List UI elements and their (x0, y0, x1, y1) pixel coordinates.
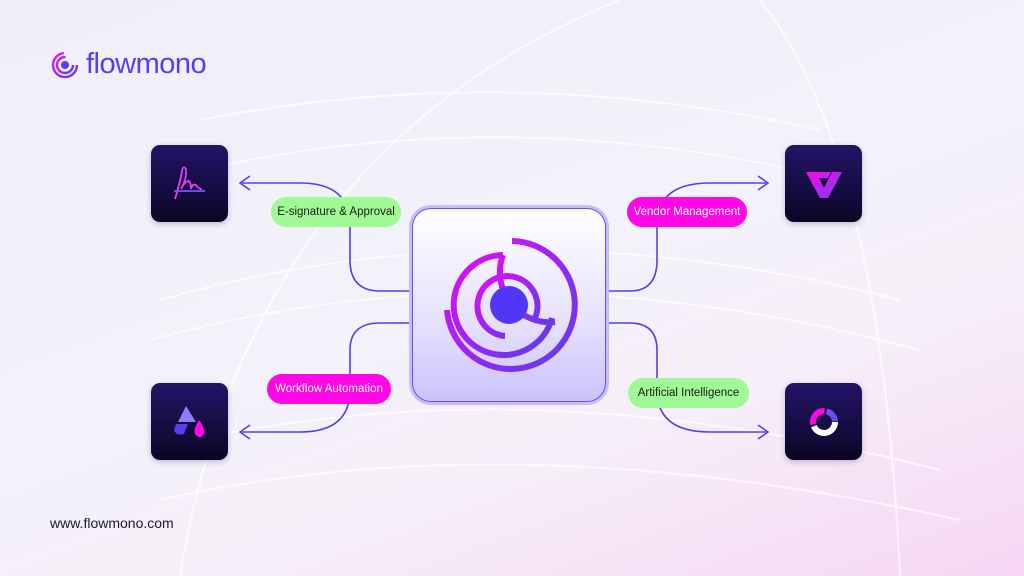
feature-label: Artificial Intelligence (637, 387, 740, 399)
vendor-v-icon (805, 171, 842, 198)
brand-name: flowmono (86, 48, 207, 80)
feature-label: Vendor Management (633, 206, 741, 218)
flowmono-hub[interactable] (409, 205, 609, 405)
feature-pill-esignature[interactable]: E-signature & Approval (271, 197, 401, 227)
workflow-drops-icon (173, 405, 204, 437)
hub-panel (412, 208, 606, 402)
ai-ring-icon (809, 407, 838, 436)
vendor-tile[interactable] (785, 145, 862, 222)
ai-tile[interactable] (785, 383, 862, 460)
feature-pill-workflow[interactable]: Workflow Automation (267, 374, 391, 404)
flowmono-logo-icon (444, 238, 578, 372)
feature-label: Workflow Automation (275, 383, 383, 395)
esignature-tile[interactable] (151, 145, 228, 222)
website-url[interactable]: www.flowmono.com (50, 515, 174, 531)
flowmono-mark-icon (51, 51, 79, 78)
feature-pill-ai[interactable]: Artificial Intelligence (628, 378, 749, 408)
signature-icon (173, 166, 205, 199)
feature-pill-vendor[interactable]: Vendor Management (627, 197, 747, 227)
workflow-tile[interactable] (151, 383, 228, 460)
feature-label: E-signature & Approval (277, 206, 395, 218)
brand-logo[interactable]: flowmono (50, 48, 207, 81)
